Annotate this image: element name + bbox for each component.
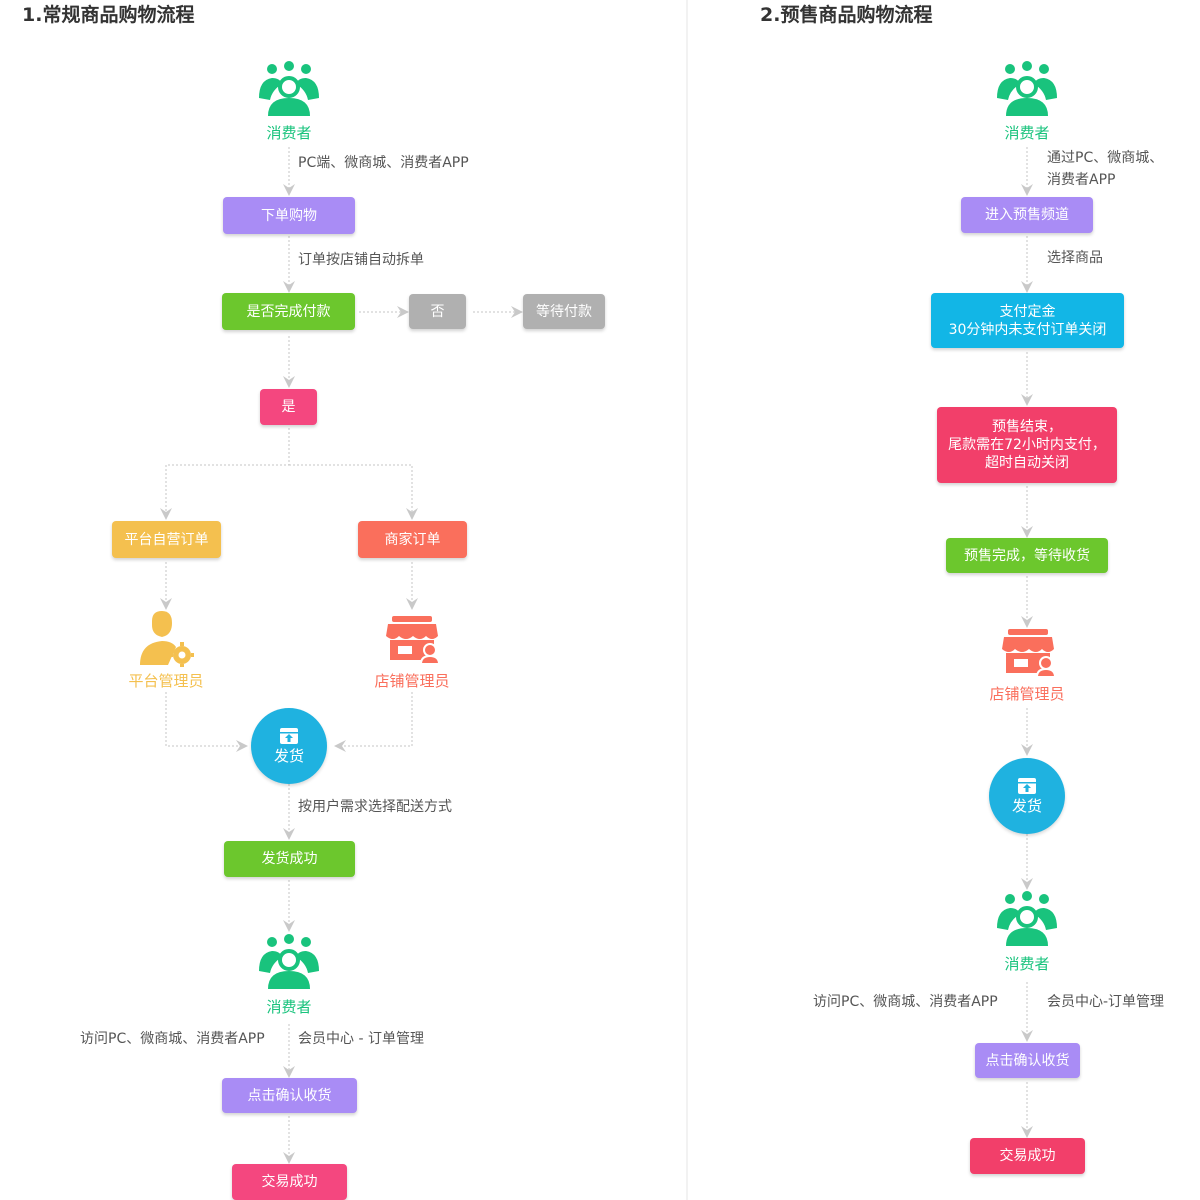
platform-order-box: 平台自营订单: [112, 521, 221, 558]
consumer-label-top: 消费者: [266, 124, 312, 142]
r-note-select: 选择商品: [1047, 250, 1103, 266]
r-note-visit: 访问PC、微商城、消费者APP: [813, 994, 998, 1010]
deal-success-box: 交易成功: [232, 1164, 347, 1200]
note-split: 订单按店铺自动拆单: [298, 252, 424, 268]
consumers-group-icon: [259, 61, 319, 116]
note-delivery: 按用户需求选择配送方式: [298, 799, 452, 815]
ship-circle: 发货: [251, 708, 327, 784]
left-section-title: 1.常规商品购物流程: [22, 4, 195, 26]
wait-pay-box: 等待付款: [523, 294, 605, 329]
r-note-channels-2: 消费者APP: [1047, 172, 1116, 188]
note-member: 会员中心 - 订单管理: [298, 1031, 424, 1047]
consumers-group-icon: [997, 891, 1057, 946]
consumers-group-icon: [259, 934, 319, 989]
note-channels: PC端、微商城、消费者APP: [298, 155, 469, 171]
shop-admin-label: 店铺管理员: [374, 672, 450, 690]
r-consumer-label-top: 消费者: [1004, 124, 1050, 142]
r-ship-label: 发货: [1011, 796, 1042, 815]
r-presale-done-box: 预售完成，等待收货: [946, 538, 1108, 573]
box-upload-icon: [1018, 777, 1036, 794]
platform-admin-label: 平台管理员: [128, 672, 204, 690]
r-presale-end-line-2: 尾款需在72小时内支付，: [948, 437, 1106, 453]
r-deposit-line-2: 30分钟内未支付订单关闭: [948, 321, 1107, 338]
confirm-receipt-box: 点击确认收货: [222, 1078, 357, 1113]
right-section-title: 2.预售商品购物流程: [760, 4, 933, 26]
arrow-shop-to-ship: [334, 692, 413, 752]
r-confirm-receipt-box: 点击确认收货: [975, 1043, 1080, 1078]
box-upload-icon: [280, 727, 298, 744]
ship-label: 发货: [273, 746, 304, 765]
consumers-group-icon: [997, 61, 1057, 116]
r-consumer-label-bottom: 消费者: [1004, 955, 1050, 973]
note-visit: 访问PC、微商城、消费者APP: [80, 1031, 265, 1047]
ship-success-box: 发货成功: [224, 841, 355, 877]
storefront-icon: [1002, 629, 1056, 677]
r-presale-end-line-1: 预售结束，: [992, 419, 1062, 435]
no-box: 否: [409, 294, 466, 329]
paid-question-box: 是否完成付款: [222, 293, 355, 330]
r-presale-end-box: 预售结束， 尾款需在72小时内支付， 超时自动关闭: [937, 407, 1117, 483]
arrow-yes-to-merchant: [289, 464, 418, 520]
consumer-label-bottom: 消费者: [266, 998, 312, 1016]
merchant-order-box: 商家订单: [358, 521, 467, 558]
r-presale-end-line-3: 超时自动关闭: [985, 455, 1069, 471]
r-deposit-line-1: 支付定金: [999, 303, 1056, 320]
arrow-admin-to-ship: [165, 692, 248, 752]
place-order-box: 下单购物: [223, 197, 355, 234]
r-deal-success-box: 交易成功: [970, 1138, 1085, 1174]
arrow-yes-to-platform: [160, 428, 290, 520]
r-deposit-box: 支付定金 30分钟内未支付订单关闭: [931, 293, 1124, 348]
r-enter-channel-box: 进入预售频道: [961, 197, 1093, 233]
storefront-icon: [386, 616, 440, 664]
admin-gear-icon: [140, 611, 194, 667]
r-ship-circle: 发货: [989, 758, 1065, 834]
r-note-channels-1: 通过PC、微商城、: [1047, 150, 1164, 166]
yes-box: 是: [260, 389, 317, 425]
r-shop-admin-label: 店铺管理员: [989, 685, 1065, 703]
r-note-member: 会员中心-订单管理: [1047, 994, 1165, 1010]
